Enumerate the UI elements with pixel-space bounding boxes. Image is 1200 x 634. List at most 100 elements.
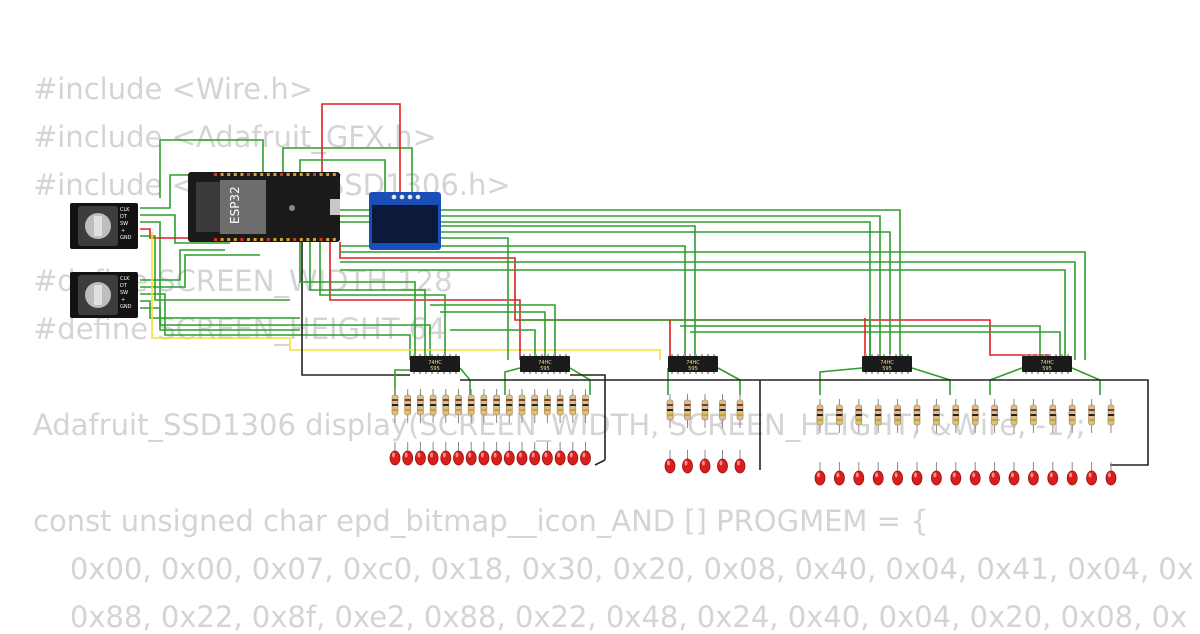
chip-pin	[883, 354, 885, 356]
esp32-pin	[319, 238, 323, 241]
resistor-band	[817, 409, 823, 411]
led-body	[699, 458, 711, 474]
led-highlight	[817, 472, 820, 478]
resistor-band	[1069, 414, 1076, 416]
led	[402, 442, 414, 466]
led	[1008, 462, 1020, 486]
led	[465, 442, 477, 466]
chip-pin	[425, 354, 427, 356]
wire	[340, 245, 686, 360]
led-highlight	[480, 452, 484, 458]
chip-pin	[535, 354, 537, 356]
esp32-pin	[247, 238, 250, 241]
esp32-board[interactable]: ESP32	[188, 172, 340, 242]
led-highlight	[569, 452, 573, 458]
esp32-pin	[233, 238, 237, 241]
rotary-encoder-1[interactable]: CLK DT SW + GND	[70, 203, 138, 249]
esp32-pin	[227, 238, 231, 241]
resistor-band	[1069, 409, 1076, 411]
chip-body	[1022, 356, 1072, 372]
esp32-pin	[240, 173, 244, 176]
resistor	[816, 399, 824, 433]
chip-label: 74HC	[428, 360, 442, 366]
led-highlight	[468, 452, 472, 458]
wire	[440, 237, 509, 360]
code-line: #include <Wire.h>	[33, 72, 314, 106]
resistor-band	[684, 414, 691, 416]
wire	[299, 240, 416, 360]
led-body	[834, 470, 845, 486]
encoder-pin-label: SW	[120, 221, 128, 227]
chip-pin	[701, 372, 703, 374]
wire	[140, 249, 225, 281]
chip-label: 595	[688, 366, 698, 372]
esp32-pin	[280, 173, 283, 176]
led-body	[1008, 470, 1020, 486]
led-highlight	[702, 460, 705, 466]
chip-pin	[895, 372, 897, 374]
led	[989, 462, 1000, 486]
resistor-band	[894, 414, 901, 416]
esp32-pin	[306, 173, 310, 176]
resistor-band	[1011, 414, 1017, 416]
led	[950, 462, 962, 486]
led-body	[1086, 470, 1097, 486]
resistor-band	[493, 404, 500, 406]
led	[478, 442, 490, 466]
chip-pin	[529, 372, 531, 374]
resistor-band	[1049, 409, 1056, 411]
resistor-band	[1108, 419, 1114, 421]
resistor-band	[836, 409, 843, 411]
wire	[340, 261, 1076, 360]
chip-pin	[1037, 372, 1039, 374]
chip-pin	[455, 372, 457, 374]
led	[427, 442, 439, 466]
resistor	[971, 399, 979, 433]
led-body	[1047, 470, 1059, 486]
led	[911, 462, 923, 486]
led-highlight	[719, 460, 723, 466]
resistor-band	[972, 419, 979, 421]
chip-pin	[541, 354, 543, 356]
resistor-band	[817, 414, 823, 416]
led	[931, 462, 942, 486]
led-highlight	[1088, 472, 1092, 478]
resistor	[913, 399, 921, 433]
encoder-pin-label: DT	[120, 283, 128, 289]
oled-display[interactable]	[369, 192, 441, 250]
esp32-pin	[253, 238, 257, 241]
led	[389, 442, 401, 466]
resistor	[666, 394, 674, 428]
chip-pin	[907, 354, 909, 356]
oled-pin	[391, 194, 397, 200]
resistor-band	[991, 419, 998, 421]
resistor-band	[442, 404, 449, 406]
wire	[1071, 367, 1101, 395]
led	[834, 462, 845, 486]
chip-pin	[443, 372, 445, 374]
esp32-pin	[240, 238, 244, 241]
chip-pin	[1043, 354, 1045, 356]
resistor-band	[455, 399, 462, 401]
chip-pin	[535, 372, 537, 374]
led-body	[503, 450, 515, 466]
resistor-band	[817, 419, 823, 421]
esp32-pin	[286, 238, 290, 241]
resistor-band	[392, 399, 398, 401]
chip-label: 595	[1042, 366, 1052, 372]
led-highlight	[952, 472, 956, 478]
resistor-band	[468, 409, 475, 411]
led	[1105, 462, 1117, 486]
rotary-encoder-2[interactable]: CLK DT SW + GND	[70, 272, 138, 318]
resistor-band	[952, 414, 959, 416]
resistor-band	[972, 414, 979, 416]
led-highlight	[519, 452, 522, 458]
esp32-pins-bottom	[214, 238, 336, 241]
chip-pin	[671, 372, 673, 374]
resistor	[684, 394, 691, 428]
